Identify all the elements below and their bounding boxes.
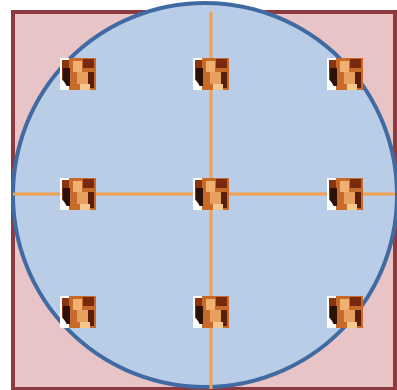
portrait-photo-icon [60, 296, 96, 328]
portrait-photo-icon [327, 178, 363, 210]
portrait-photo-icon [60, 178, 96, 210]
portrait-photo-icon [193, 58, 229, 90]
portrait-photo-icon [193, 178, 229, 210]
portrait-photo-icon [327, 58, 363, 90]
portrait-photo-icon [60, 58, 96, 90]
portrait-photo-icon [327, 296, 363, 328]
portrait-photo-icon [193, 296, 229, 328]
